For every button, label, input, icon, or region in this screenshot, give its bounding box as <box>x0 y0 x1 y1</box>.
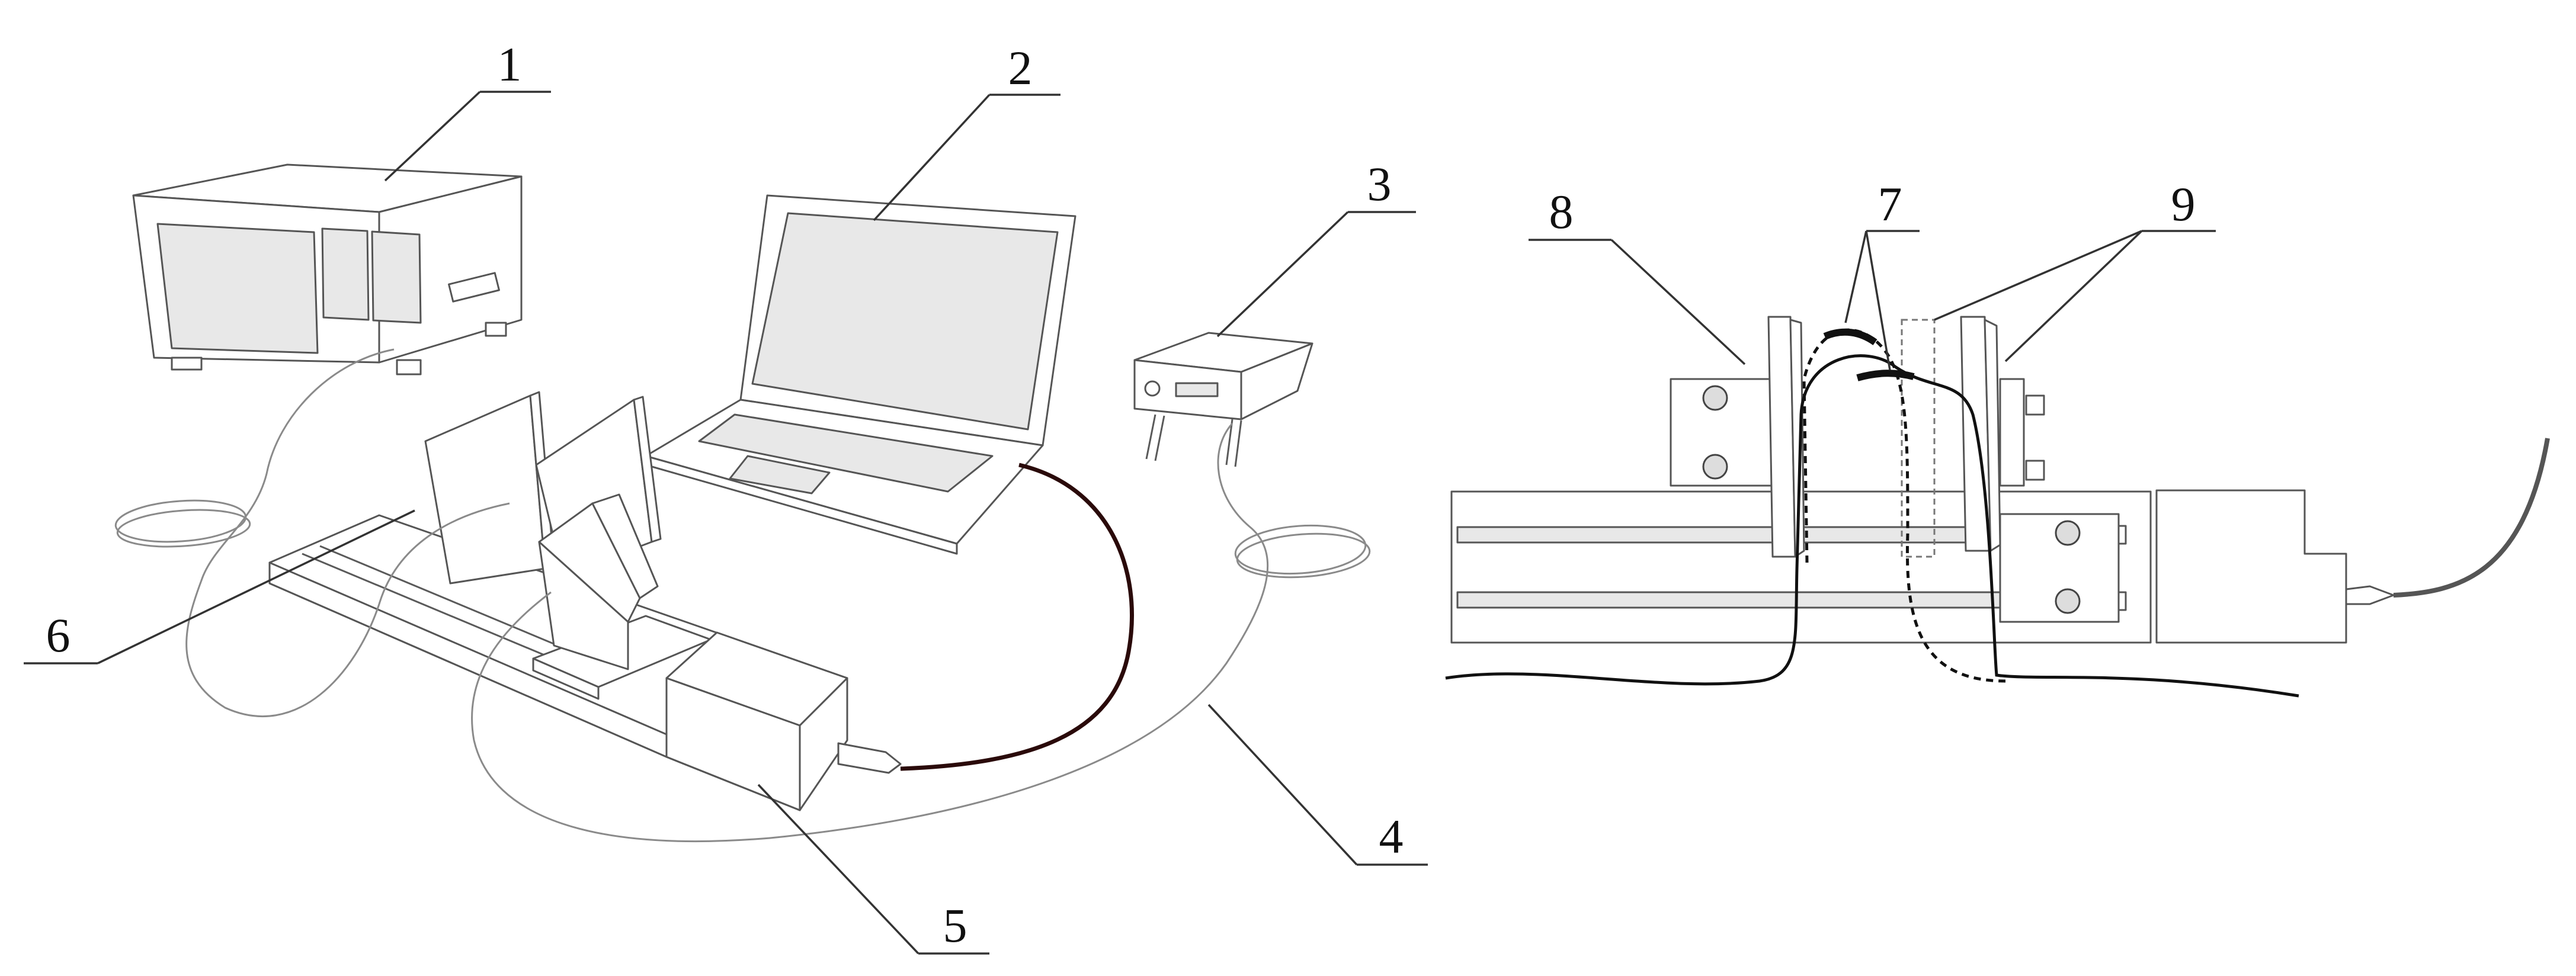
label-3: 3 <box>1367 157 1392 211</box>
fiber-mount-plates <box>424 391 662 670</box>
optical-fiber <box>900 463 1134 771</box>
light-source <box>1133 332 1313 467</box>
laptop <box>645 194 1076 555</box>
label-7: 7 <box>1878 177 1902 231</box>
sensor-holder <box>1450 316 2395 644</box>
cables <box>114 348 1371 843</box>
label-4: 4 <box>1379 810 1404 863</box>
label-5: 5 <box>943 898 967 952</box>
label-1: 1 <box>498 37 522 91</box>
label-9: 9 <box>2171 177 2196 231</box>
label-2: 2 <box>1008 41 1033 95</box>
output-fiber <box>2393 438 2550 598</box>
leader-lines <box>24 91 2216 955</box>
label-6: 6 <box>46 608 71 662</box>
label-8: 8 <box>1549 185 1574 239</box>
optical-bench <box>268 514 902 811</box>
measurement-instrument <box>132 163 523 375</box>
fiber-loop <box>1445 328 2299 698</box>
